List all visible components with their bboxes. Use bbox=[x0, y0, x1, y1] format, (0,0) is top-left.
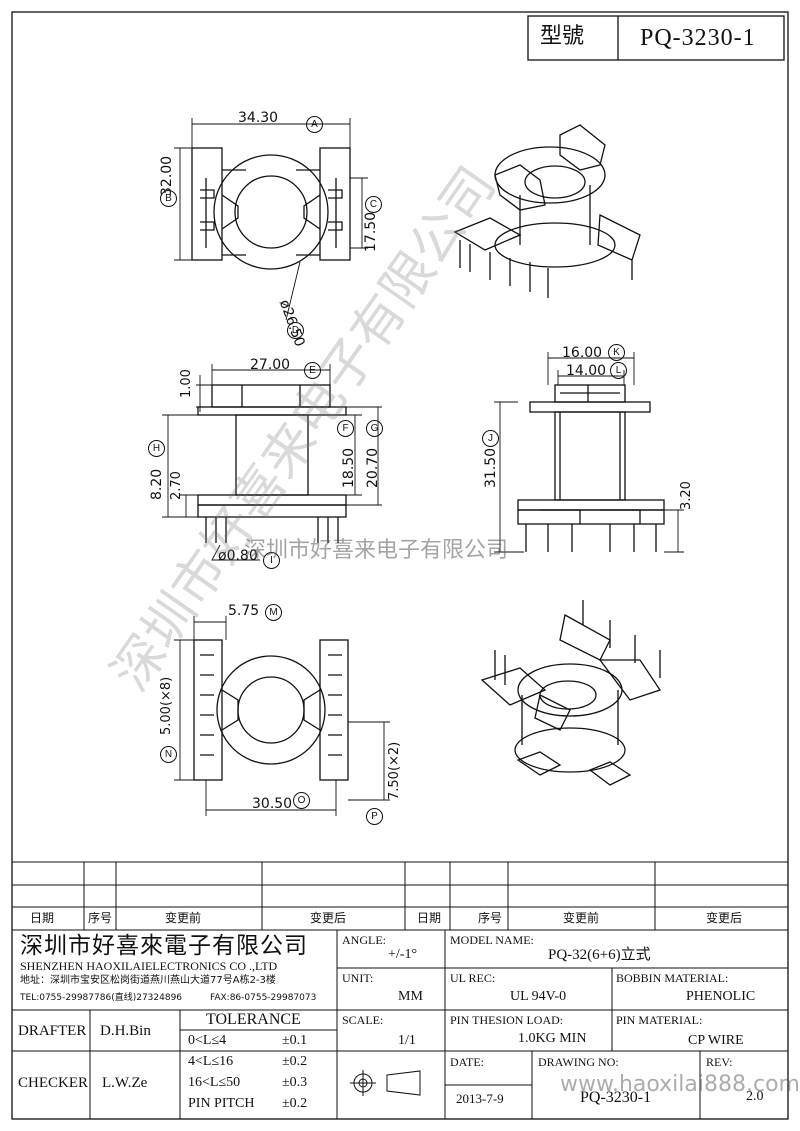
dimension-letter-o: O bbox=[293, 792, 310, 809]
company-name-en: SHENZHEN HAOXILAIELECTRONICS CO .,LTD bbox=[20, 959, 278, 973]
rev-header-date: 日期 bbox=[30, 911, 55, 925]
tolerance-range: 4<L≤16 bbox=[188, 1054, 234, 1069]
model-name-label: MODEL NAME: bbox=[450, 933, 534, 947]
dimension-letter-f: F bbox=[337, 420, 354, 437]
dim-j2: 3.20 bbox=[679, 481, 694, 510]
bottom-view bbox=[174, 616, 390, 816]
dimension-letter-j: J bbox=[482, 430, 499, 447]
dim-j: 31.50 bbox=[483, 447, 499, 488]
dim-c: 17.50 bbox=[363, 211, 379, 252]
rev-header-after: 变更后 bbox=[310, 911, 347, 925]
angle-label: ANGLE: bbox=[342, 933, 386, 947]
dim-g: 20.70 bbox=[365, 447, 381, 488]
dim-i: ø0.80 bbox=[218, 548, 258, 564]
tolerance-value: ±0.1 bbox=[282, 1033, 308, 1048]
model-label: 型號 bbox=[540, 24, 585, 49]
watermark-mid: 深圳市好喜来电子有限公司 bbox=[244, 538, 509, 563]
dim-p: 7.50(×2) bbox=[387, 741, 402, 800]
pin-material-label: PIN MATERIAL: bbox=[616, 1013, 703, 1027]
rev-header-before-2: 变更前 bbox=[563, 911, 600, 925]
rev-header-no: 序号 bbox=[88, 911, 113, 925]
top-view bbox=[174, 118, 368, 321]
rev-header-after-2: 变更后 bbox=[706, 911, 743, 925]
isometric-view-top bbox=[453, 124, 641, 298]
dimension-letter-l: L bbox=[610, 362, 627, 379]
rev-value: 2.0 bbox=[746, 1089, 764, 1104]
tolerance-value: ±0.3 bbox=[282, 1075, 308, 1090]
rev-header-before: 变更前 bbox=[165, 911, 202, 925]
tolerance-range: 16<L≤50 bbox=[188, 1075, 241, 1090]
model-name-value: PQ-32(6+6)立式 bbox=[548, 947, 651, 963]
watermark-url: www.haoxilai888.com bbox=[560, 1072, 800, 1097]
dim-l: 14.00 bbox=[566, 363, 607, 379]
dimension-letter-g: G bbox=[366, 420, 383, 437]
unit-value: MM bbox=[398, 989, 423, 1004]
checker-label: CHECKER bbox=[18, 1075, 89, 1091]
company-tel: TEL:0755-29987786(直线)27324896 bbox=[20, 993, 183, 1003]
company-address: 地址：深圳市宝安区松岗街道燕川燕山大道77号A栋2-3楼 bbox=[20, 975, 276, 986]
side-view bbox=[494, 352, 684, 553]
pin-material-value: CP WIRE bbox=[688, 1033, 744, 1048]
ul-rec-label: UL REC: bbox=[450, 971, 496, 985]
tolerance-title: TOLERANCE bbox=[206, 1011, 301, 1028]
dimension-letter-p: P bbox=[366, 808, 383, 825]
sheet-border bbox=[11, 11, 789, 1120]
dim-f: 18.50 bbox=[341, 447, 357, 488]
dimension-letter-b: B bbox=[160, 190, 177, 207]
dimension-letter-c: C bbox=[365, 196, 382, 213]
dimension-letter-h: H bbox=[148, 440, 165, 457]
tolerance-range: 0<L≤4 bbox=[188, 1033, 227, 1048]
dim-o: 30.50 bbox=[252, 796, 293, 812]
dimension-letter-i: I bbox=[263, 552, 280, 569]
ul-rec-value: UL 94V-0 bbox=[510, 989, 567, 1004]
angle-value: +/-1° bbox=[388, 947, 418, 962]
dim-m: 5.75 bbox=[228, 603, 260, 619]
pin-load-value: 1.0KG MIN bbox=[518, 1031, 587, 1046]
front-view bbox=[162, 364, 382, 561]
drafter-label: DRAFTER bbox=[18, 1023, 87, 1039]
dim-h2: 2.70 bbox=[169, 471, 184, 500]
revision-table bbox=[12, 861, 788, 931]
model-header-box bbox=[527, 15, 785, 61]
rev-header-date-2: 日期 bbox=[417, 911, 442, 925]
dimension-letter-a: A bbox=[306, 116, 323, 133]
dimension-letter-e: E bbox=[304, 362, 321, 379]
dimension-letter-m: M bbox=[265, 604, 282, 621]
bobbin-material-value: PHENOLIC bbox=[686, 989, 756, 1004]
dim-h: 8.20 bbox=[149, 468, 165, 500]
dim-top-gap: 1.00 bbox=[179, 369, 194, 398]
rev-header-no-2: 序号 bbox=[478, 911, 503, 925]
model-number: PQ-3230-1 bbox=[640, 25, 756, 51]
pin-load-label: PIN THESION LOAD: bbox=[450, 1013, 564, 1027]
drawing-no-label: DRAWING NO: bbox=[538, 1055, 619, 1069]
date-label: DATE: bbox=[450, 1055, 484, 1069]
scale-value: 1/1 bbox=[398, 1033, 416, 1048]
dimension-letter-k: K bbox=[608, 344, 625, 361]
dimension-letter-d: D bbox=[287, 322, 304, 339]
isometric-view-bottom bbox=[480, 600, 662, 786]
dim-e: 27.00 bbox=[250, 357, 291, 373]
bobbin-material-label: BOBBIN MATERIAL: bbox=[616, 971, 729, 985]
scale-label: SCALE: bbox=[342, 1013, 384, 1027]
drafter-name: D.H.Bin bbox=[100, 1023, 151, 1039]
rev-label: REV: bbox=[706, 1055, 733, 1069]
dim-a: 34.30 bbox=[238, 110, 279, 126]
tolerance-range: PIN PITCH bbox=[188, 1096, 255, 1111]
checker-name: L.W.Ze bbox=[102, 1075, 148, 1091]
dimension-letter-n: N bbox=[160, 746, 177, 763]
company-fax: FAX:86-0755-29987073 bbox=[210, 993, 317, 1003]
dim-b: 32.00 bbox=[159, 155, 175, 196]
tolerance-value: ±0.2 bbox=[282, 1096, 308, 1111]
unit-label: UNIT: bbox=[342, 971, 374, 985]
dim-k: 16.00 bbox=[562, 345, 603, 361]
date-value: 2013-7-9 bbox=[456, 1091, 504, 1106]
title-block bbox=[12, 930, 788, 1119]
drawing-no-value: PQ-3230-1 bbox=[580, 1089, 652, 1106]
tolerance-value: ±0.2 bbox=[282, 1054, 308, 1069]
company-name-cn: 深圳市好喜來電子有限公司 bbox=[20, 933, 308, 958]
